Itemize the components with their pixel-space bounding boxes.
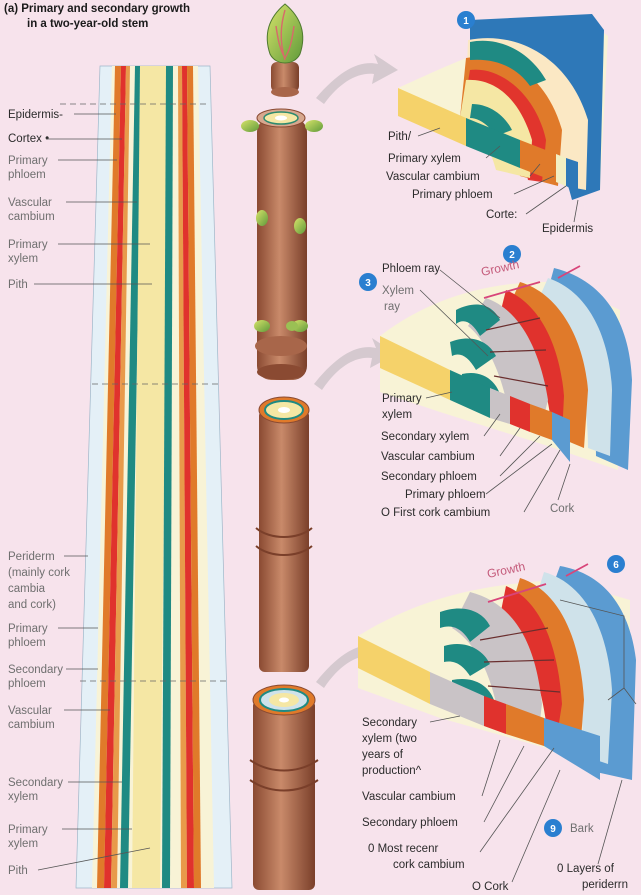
block3-label-secondary-xylem-1: Secondary — [362, 717, 417, 729]
label-cortex: Cortex • — [8, 133, 49, 145]
block1-label-primary-phloem: Primary phloem — [412, 189, 493, 201]
label-pith-b: Pith — [8, 865, 28, 877]
label-vascular-cambium-b2: cambium — [8, 719, 55, 731]
block3-label-secondary-xylem-3: years of — [362, 749, 404, 761]
block3-growth-label: Growth — [486, 559, 527, 581]
stem-section-year2-icon — [250, 685, 318, 890]
label-periderm-1: Periderm — [8, 551, 55, 563]
label-vascular-cambium-b1: Vascular — [8, 705, 52, 717]
badge-3: 3 — [365, 278, 371, 289]
label-vascular-cambium-2: cambium — [8, 211, 55, 223]
block3-label-bark: Bark — [570, 823, 594, 835]
block2-label-vascular-cambium: Vascular cambium — [381, 451, 475, 463]
block3-label-vascular-cambium: Vascular cambium — [362, 791, 456, 803]
label-periderm-3: cambia — [8, 583, 46, 595]
label-periderm-4: and cork) — [8, 599, 56, 611]
label-primary-xylem-2: xylem — [8, 253, 38, 265]
block3-label-secondary-phloem: Secondary phloem — [362, 817, 458, 829]
block1-label-primary-xylem: Primary xylem — [388, 153, 461, 165]
block3-label-secondary-xylem-4: production^ — [362, 765, 422, 777]
block1-label-epidermis: Epidermis — [542, 223, 593, 235]
label-periderm-2: (mainly cork — [8, 567, 70, 579]
label-primary-phloem-b1: Primary — [8, 623, 48, 635]
label-primary-phloem-1: Primary — [8, 155, 48, 167]
stem-longitudinal-section — [60, 66, 232, 888]
block2-label-secondary-phloem: Secondary phloem — [381, 471, 477, 483]
block1-label-vascular-cambium: Vascular cambium — [386, 171, 480, 183]
stem-section-year1-icon — [256, 397, 312, 672]
badge-6: 6 — [613, 560, 619, 571]
badge-1: 1 — [463, 16, 469, 27]
block2-label-cork: Cork — [550, 503, 575, 515]
label-primary-phloem-2: phloem — [8, 169, 46, 181]
block3-label-layers-1: 0 Layers of — [557, 863, 615, 875]
block2-label-primary-phloem: Primary phloem — [405, 489, 486, 501]
block3-label-most-recent-2: cork cambium — [393, 859, 465, 871]
label-secondary-phloem-1: Secondary — [8, 664, 63, 676]
label-secondary-phloem-2: phloem — [8, 678, 46, 690]
block2-label-primary-xylem-1: Primary — [382, 393, 422, 405]
block3-label-cork: O Cork — [472, 881, 509, 893]
label-secondary-xylem-1: Secondary — [8, 777, 63, 789]
block1-label-cortex: Corte: — [486, 209, 517, 221]
block3-label-secondary-xylem-2: xylem (two — [362, 733, 417, 745]
label-primary-xylem-b2: xylem — [8, 838, 38, 850]
label-primary-phloem-b2: phloem — [8, 637, 46, 649]
block3-wedge: 6 Growth — [358, 555, 636, 780]
block2-label-xylem-ray-2: ray — [384, 301, 400, 313]
block2-label-primary-xylem-2: xylem — [382, 409, 412, 421]
stem-section-icon — [255, 109, 307, 380]
block3-label-most-recent-1: 0 Most recenr — [368, 843, 438, 855]
block2-label-secondary-xylem: Secondary xylem — [381, 431, 469, 443]
label-pith: Pith — [8, 279, 28, 291]
diagram-title-line2: in a two-year-old stem — [27, 18, 148, 30]
block2-label-first-cork-cambium: O First cork cambium — [381, 507, 490, 519]
diagram-title-line1: (a) Primary and secondary growth — [4, 3, 190, 15]
label-primary-xylem-b1: Primary — [8, 824, 48, 836]
block3-label-layers-2: periderrn — [582, 879, 628, 891]
label-secondary-xylem-2: xylem — [8, 791, 38, 803]
label-primary-xylem-1: Primary — [8, 239, 48, 251]
badge-9: 9 — [550, 824, 556, 835]
block1-label-pith: Pith/ — [388, 131, 412, 143]
terminal-bud-icon — [267, 4, 302, 97]
block2-label-phloem-ray: Phloem ray — [382, 263, 440, 275]
label-epidermis: Epidermis- — [8, 109, 63, 121]
label-vascular-cambium-1: Vascular — [8, 197, 52, 209]
block2-growth-label: Growth — [480, 257, 521, 279]
block2-label-xylem-ray-1: Xylem — [382, 285, 414, 297]
